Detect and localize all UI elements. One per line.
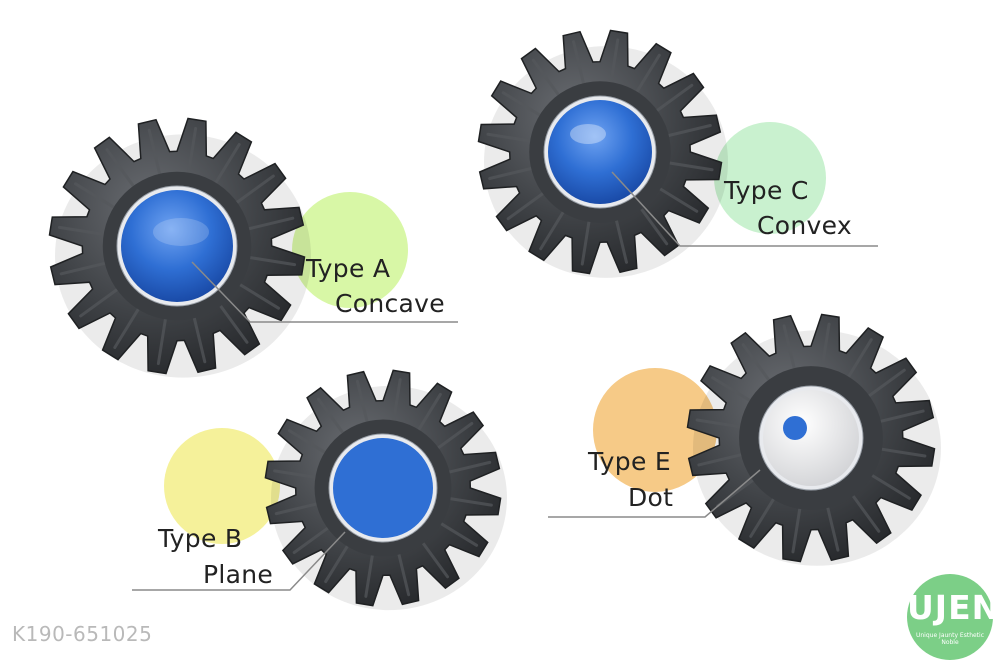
type-e-subtitle: Dot [628, 483, 674, 512]
type-e-title: Type E [588, 447, 671, 476]
product-code: K190-651025 [12, 622, 153, 646]
logo-tagline: Unique Jaunty Esthetic Noble [915, 632, 984, 646]
blue-dot [783, 416, 807, 440]
ujen-logo: UJEN Unique Jaunty Esthetic Noble [907, 574, 1000, 660]
type-b-leader-line [132, 531, 346, 591]
type-a-leader-line [191, 261, 458, 323]
type-a-gear-knob [48, 117, 311, 378]
type-e-color-blob [593, 368, 717, 492]
type-b-gear-knob [264, 369, 507, 611]
type-c-subtitle: Convex [757, 211, 852, 240]
type-e-gear-knob [686, 313, 941, 566]
type-b-color-blob [164, 428, 280, 544]
type-c-title: Type C [724, 176, 809, 205]
type-c-leader-line [611, 171, 878, 247]
type-a-title: Type A [306, 254, 391, 283]
type-c-gear-knob [477, 29, 728, 278]
type-a-subtitle: Concave [335, 289, 445, 318]
type-b-title: Type B [158, 524, 243, 553]
type-b-subtitle: Plane [203, 560, 274, 589]
type-c-color-blob [714, 122, 826, 234]
logo-text: UJEN [907, 588, 1000, 627]
type-e-leader-line [548, 469, 761, 518]
type-a-color-blob [292, 192, 408, 308]
